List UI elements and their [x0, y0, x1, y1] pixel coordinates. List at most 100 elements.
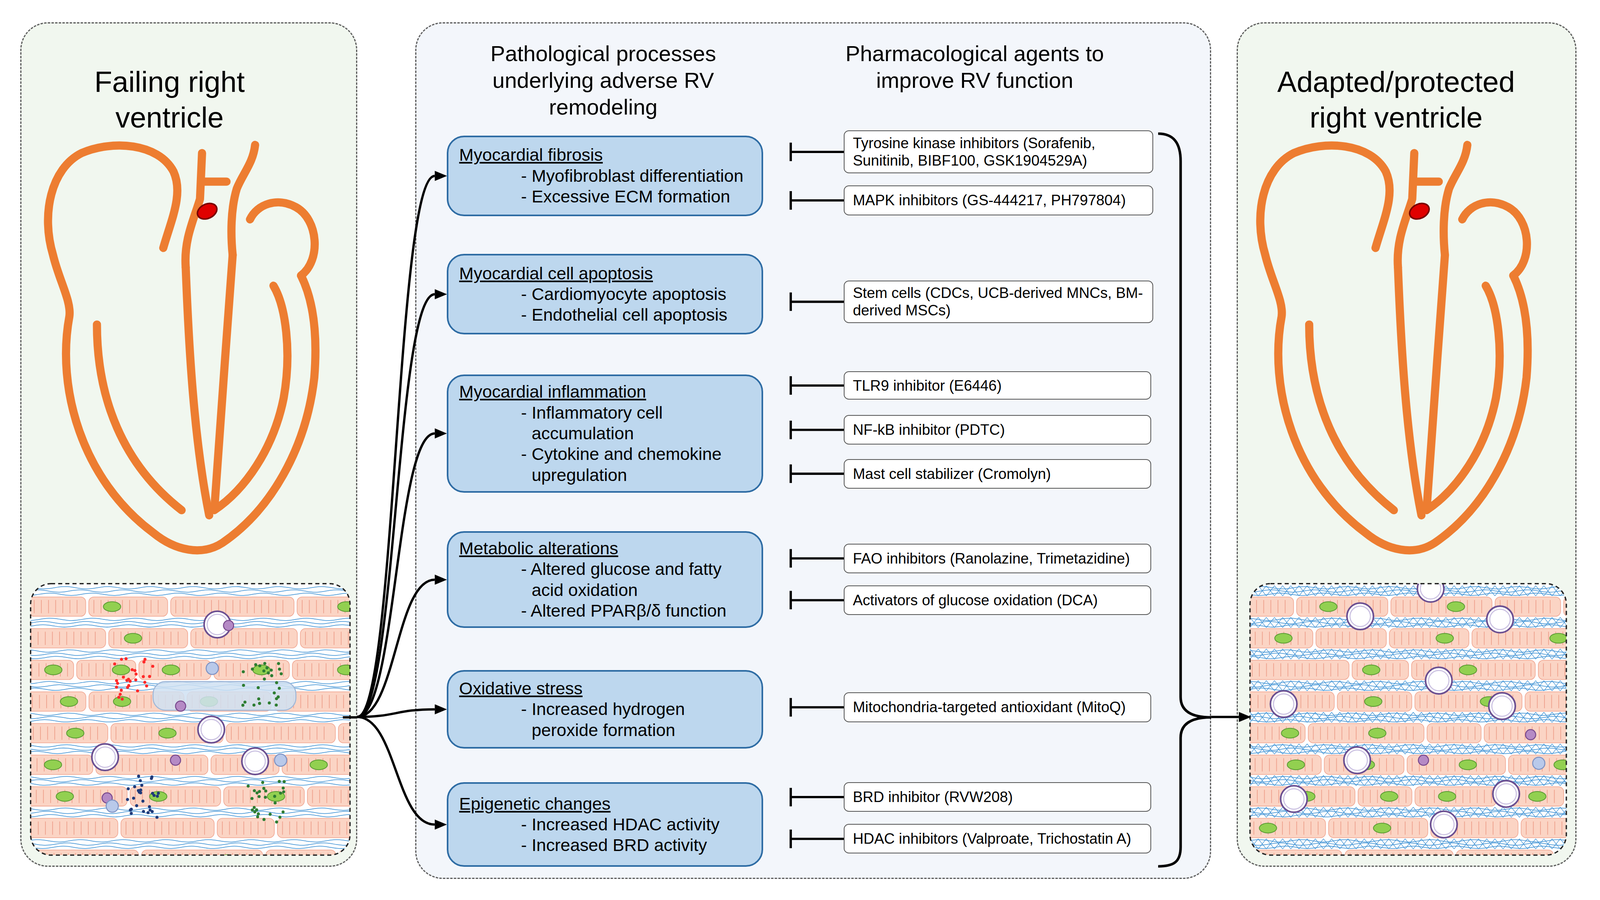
muscle-fiber [1250, 818, 1326, 839]
leak-dot [150, 775, 154, 779]
ecm-fiber [1250, 846, 1567, 850]
sarcomere-line [1309, 663, 1310, 677]
ecm-mesh [1299, 680, 1308, 692]
sarcomere-line [1462, 790, 1464, 804]
sarcomere-line [157, 695, 159, 709]
arrow-connector [357, 717, 436, 826]
nucleus [267, 791, 285, 802]
sarcomere-line [97, 727, 99, 741]
ecm-mesh [1274, 617, 1283, 628]
sarcomere-line [1438, 600, 1440, 614]
ecm-mesh [1462, 617, 1471, 628]
ecm-mesh [1478, 586, 1487, 597]
nucleus [56, 791, 74, 802]
nucleus [60, 697, 78, 707]
leak-dot [273, 795, 277, 799]
ecm-mesh [1266, 776, 1275, 787]
sarcomere-line [337, 758, 338, 773]
inhibition-line [790, 557, 844, 560]
ecm-mesh [1560, 617, 1567, 628]
ecm-mesh [1348, 744, 1357, 755]
ecm-mesh [1413, 807, 1422, 818]
capillary [1344, 747, 1371, 775]
ecm-mesh [1437, 649, 1446, 660]
ecm-mesh [1462, 776, 1471, 787]
sarcomere-line [39, 853, 41, 856]
ecm-mesh [1503, 807, 1512, 818]
sarcomere-line [43, 758, 45, 773]
nucleus [1281, 728, 1299, 739]
bullet-item: - Myofibroblast differentiation [448, 165, 762, 187]
ecm-mesh [1478, 807, 1487, 818]
ecm-mesh [1380, 649, 1389, 660]
sarcomere-line [198, 695, 200, 709]
ecm-mesh [1429, 807, 1438, 818]
drug-label: MAPK inhibitors (GS-444217, PH797804) [852, 191, 1144, 210]
sarcomere-line [1405, 790, 1407, 804]
sarcomere-line [339, 821, 341, 836]
sarcomere-line [1429, 631, 1431, 646]
sarcomere-line [124, 663, 126, 677]
sarcomere-line [175, 821, 177, 836]
sarcomere-line [1435, 853, 1437, 856]
leak-dot [257, 697, 261, 702]
sarcomere-line [1264, 790, 1266, 804]
sarcomere-line [1330, 853, 1332, 856]
capillary [91, 744, 119, 771]
sarcomere-line [165, 695, 167, 709]
sarcomere-line [189, 853, 190, 856]
ecm-mesh [1331, 744, 1340, 755]
sarcomere-line [1534, 758, 1536, 773]
sarcomere-line [1308, 600, 1310, 614]
sarcomere-line [55, 600, 57, 614]
sarcomere-line [1399, 663, 1401, 677]
sarcomere-line [61, 727, 63, 741]
sarcomere-line [1433, 695, 1435, 709]
leak-dot [126, 787, 131, 792]
sarcomere-line [284, 853, 286, 856]
ecm-mesh [1470, 617, 1479, 628]
sarcomere-line [1461, 758, 1463, 773]
sarcomere-line [1258, 663, 1260, 677]
sarcomere-line [1489, 727, 1490, 741]
sarcomere-line [1269, 758, 1270, 773]
sarcomere-line [1499, 600, 1501, 614]
sarcomere-line [1271, 790, 1272, 804]
panel: Failing right ventricle [20, 22, 357, 868]
ecm-mesh [1511, 744, 1520, 755]
sarcomere-line [220, 695, 222, 709]
sarcomere-line [194, 727, 195, 741]
sarcomere-line [1410, 600, 1411, 614]
muscle-fiber [1250, 660, 1350, 681]
leak-dot [141, 675, 146, 679]
nucleus [337, 665, 350, 676]
ecm-mesh [1454, 839, 1463, 850]
ecm-fiber [1250, 618, 1567, 621]
sarcomere-line [1402, 600, 1404, 614]
sarcomere-line [74, 695, 76, 709]
sarcomere-line [1530, 663, 1532, 677]
sarcomere-line [143, 600, 145, 614]
sarcomere-line [72, 758, 74, 773]
ecm-mesh [1495, 744, 1504, 755]
leak-dot [143, 680, 147, 685]
heart-vessel [202, 177, 227, 186]
sarcomere-line [1529, 695, 1531, 709]
ecm-mesh [1519, 776, 1528, 787]
sarcomere-line [1527, 758, 1529, 773]
ecm-mesh [1560, 807, 1567, 818]
ecm-mesh [1274, 776, 1283, 787]
sarcomere-line [1341, 727, 1343, 741]
sarcomere-line [1309, 853, 1310, 856]
muscle-fiber [307, 787, 350, 807]
sarcomere-line [278, 790, 280, 804]
sarcomere-line [1289, 821, 1291, 836]
ecm-mesh [1552, 839, 1561, 850]
muscle-fiber [281, 755, 350, 775]
sarcomere-line [187, 727, 188, 741]
ecm-mesh [1388, 744, 1398, 755]
sarcomere-line [1495, 663, 1496, 677]
ecm-mesh [1250, 586, 1259, 597]
sarcomere-line [132, 821, 134, 836]
